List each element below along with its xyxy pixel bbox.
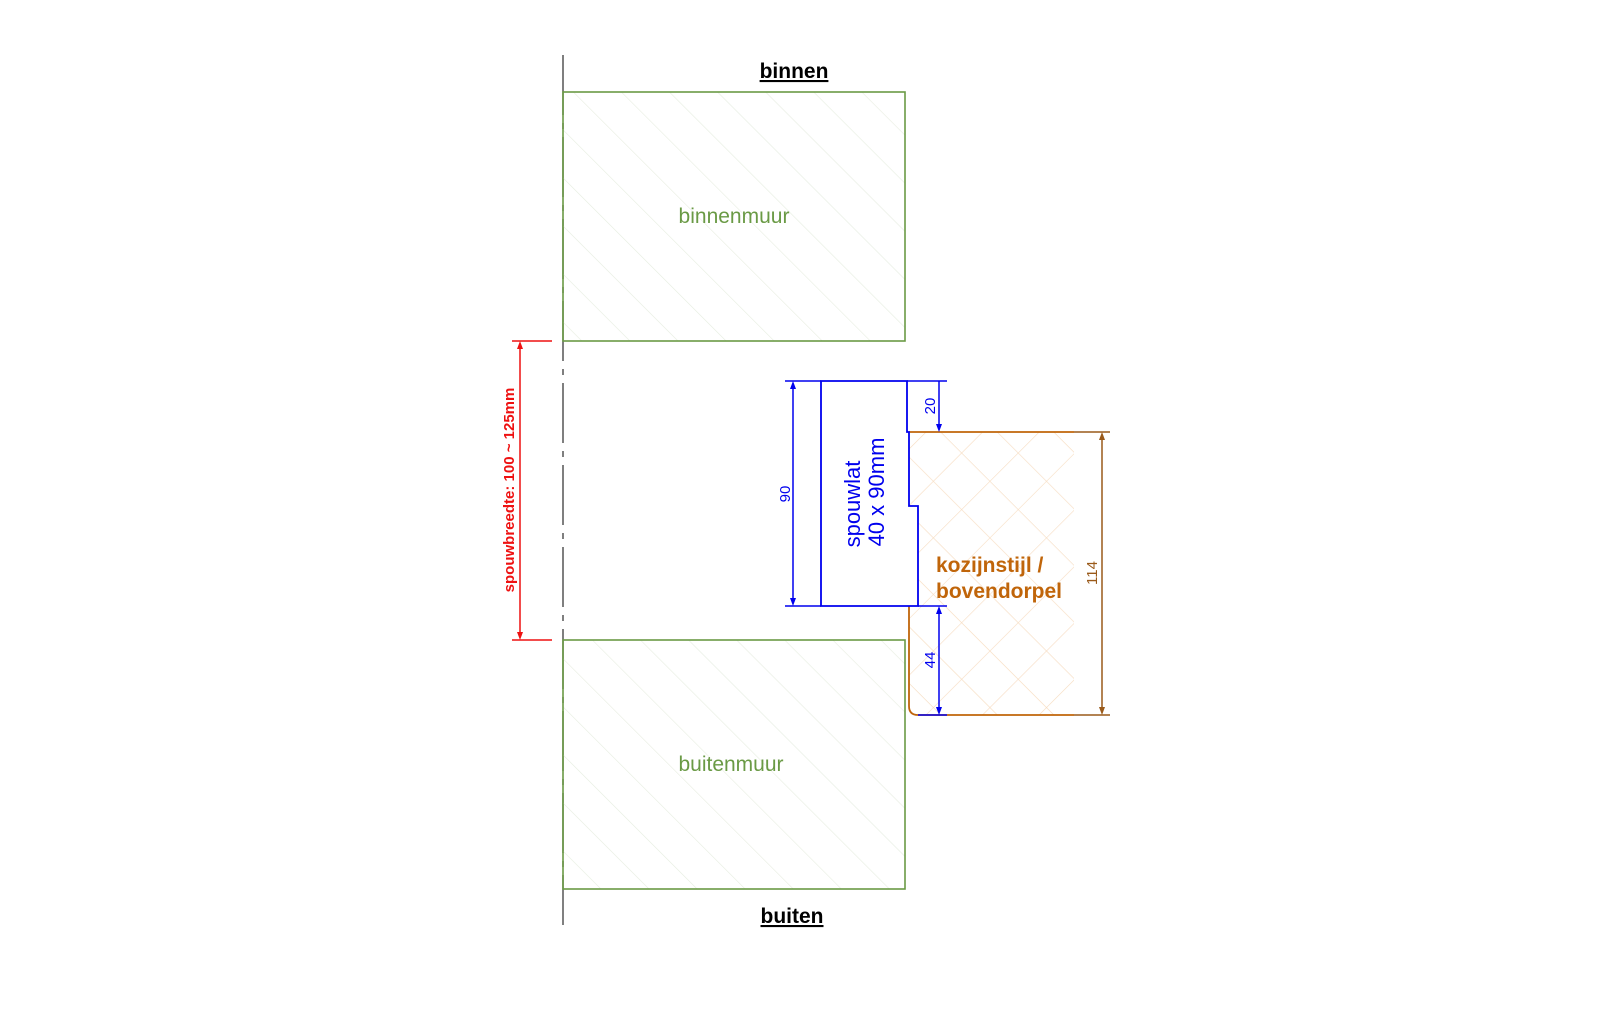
lath-top-offset-label: 20: [922, 398, 939, 415]
lath-top-offset-dimension: 20: [907, 380, 947, 432]
inner-wall: [562, 91, 906, 342]
cavity-width-label: spouwbreedte: 100 ~ 125mm: [501, 388, 518, 593]
window-frame: [908, 431, 1074, 716]
frame-height-dimension: 114: [1074, 431, 1110, 716]
frame-height-label: 114: [1084, 561, 1101, 585]
outer-wall-label: buitenmuur: [678, 753, 783, 776]
frame-label-line1: kozijnstijl /: [936, 554, 1044, 577]
inner-wall-label: binnenmuur: [679, 205, 790, 228]
cavity-width-dimension: spouwbreedte: 100 ~ 125mm: [501, 340, 552, 641]
lath-bottom-offset-dimension: 44: [918, 605, 947, 716]
inside-heading: binnen: [760, 60, 829, 83]
outside-heading: buiten: [761, 905, 824, 928]
lath-height-label: 90: [777, 486, 794, 503]
frame-label-line2: bovendorpel: [936, 580, 1062, 603]
cavity-lath-label-line2: 40 x 90mm: [864, 438, 889, 547]
cavity-lath: [820, 380, 919, 607]
cavity-lath-label-line1: spouwlat: [840, 461, 865, 548]
lath-bottom-offset-label: 44: [922, 652, 939, 669]
lath-height-dimension: 90: [777, 380, 821, 607]
outer-wall: [562, 639, 906, 890]
